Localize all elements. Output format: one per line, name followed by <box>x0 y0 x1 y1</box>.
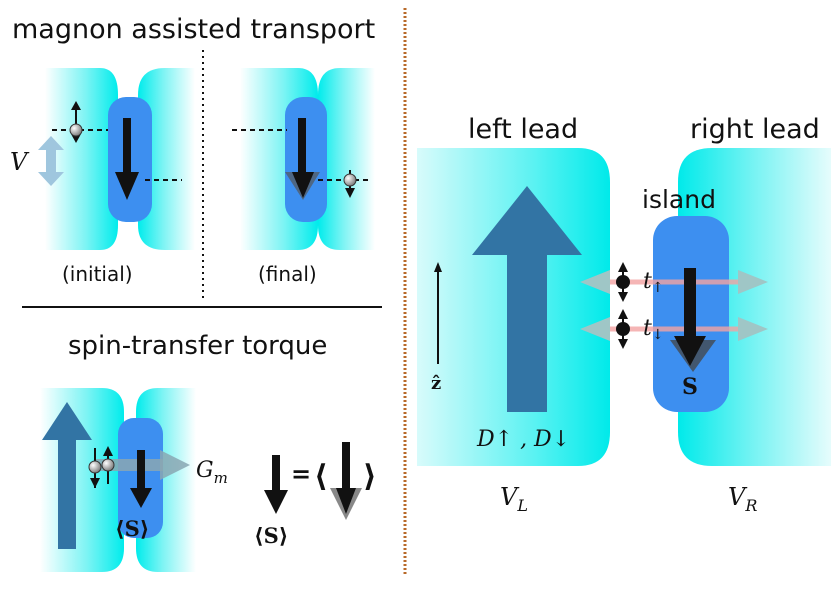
equation-equals: = <box>291 459 311 488</box>
t-down-label: t↓ <box>643 316 664 343</box>
final-island-spin-arrow <box>285 118 320 200</box>
torque-panel-title: spin-transfer torque <box>68 331 327 361</box>
island-spin-arrow <box>670 268 716 372</box>
final-state-junction <box>232 68 375 250</box>
initial-right-lead <box>138 68 195 250</box>
torque-junction <box>40 388 196 572</box>
equation-open-bracket: ⟨ <box>314 459 328 494</box>
t-up-label: t↑ <box>643 269 664 296</box>
island-spin-label: S <box>682 374 698 400</box>
equation-spin-arrow <box>264 455 288 514</box>
torque-left-lead <box>40 388 124 572</box>
final-electron <box>343 170 357 198</box>
equation-close-bracket: ⟩ <box>363 459 377 494</box>
initial-state-junction: V <box>10 68 195 250</box>
left-lead-spin-arrow <box>472 186 582 412</box>
z-axis-label: ẑ <box>431 373 441 394</box>
hopping-electron-up <box>616 262 630 302</box>
left-voltage-label: VL <box>500 483 528 515</box>
island-label: island <box>642 185 716 214</box>
initial-electron <box>69 101 83 143</box>
density-of-states-label: D↑ , D↓ <box>476 427 570 452</box>
torque-island-spin-arrow <box>130 450 152 508</box>
torque-electrons <box>88 446 115 488</box>
magnon-panel-title: magnon assisted transport <box>12 14 375 45</box>
right-voltage-label: VR <box>728 483 757 515</box>
hopping-electron-down <box>616 309 630 349</box>
final-right-lead <box>318 68 375 250</box>
right-lead-label: right lead <box>690 114 820 145</box>
equation-precessing-arrow <box>330 442 362 520</box>
initial-island-spin-arrow <box>115 118 139 200</box>
initial-left-lead <box>45 68 118 250</box>
voltage-bias-arrow <box>38 136 64 186</box>
equation-spin-label: ⟨S⟩ <box>254 523 288 548</box>
torque-lead-spin-arrow <box>42 402 92 549</box>
z-axis-arrow <box>434 262 442 364</box>
voltage-label: V <box>10 148 30 176</box>
final-label: (final) <box>258 262 317 286</box>
spin-average-equation: ⟨S⟩ = ⟨ ⟩ <box>254 442 377 548</box>
conductance-label: Gm <box>196 458 228 487</box>
initial-label: (initial) <box>62 262 133 286</box>
island-spin-expectation-label: ⟨S⟩ <box>115 516 149 541</box>
left-lead-label: left lead <box>468 114 578 145</box>
